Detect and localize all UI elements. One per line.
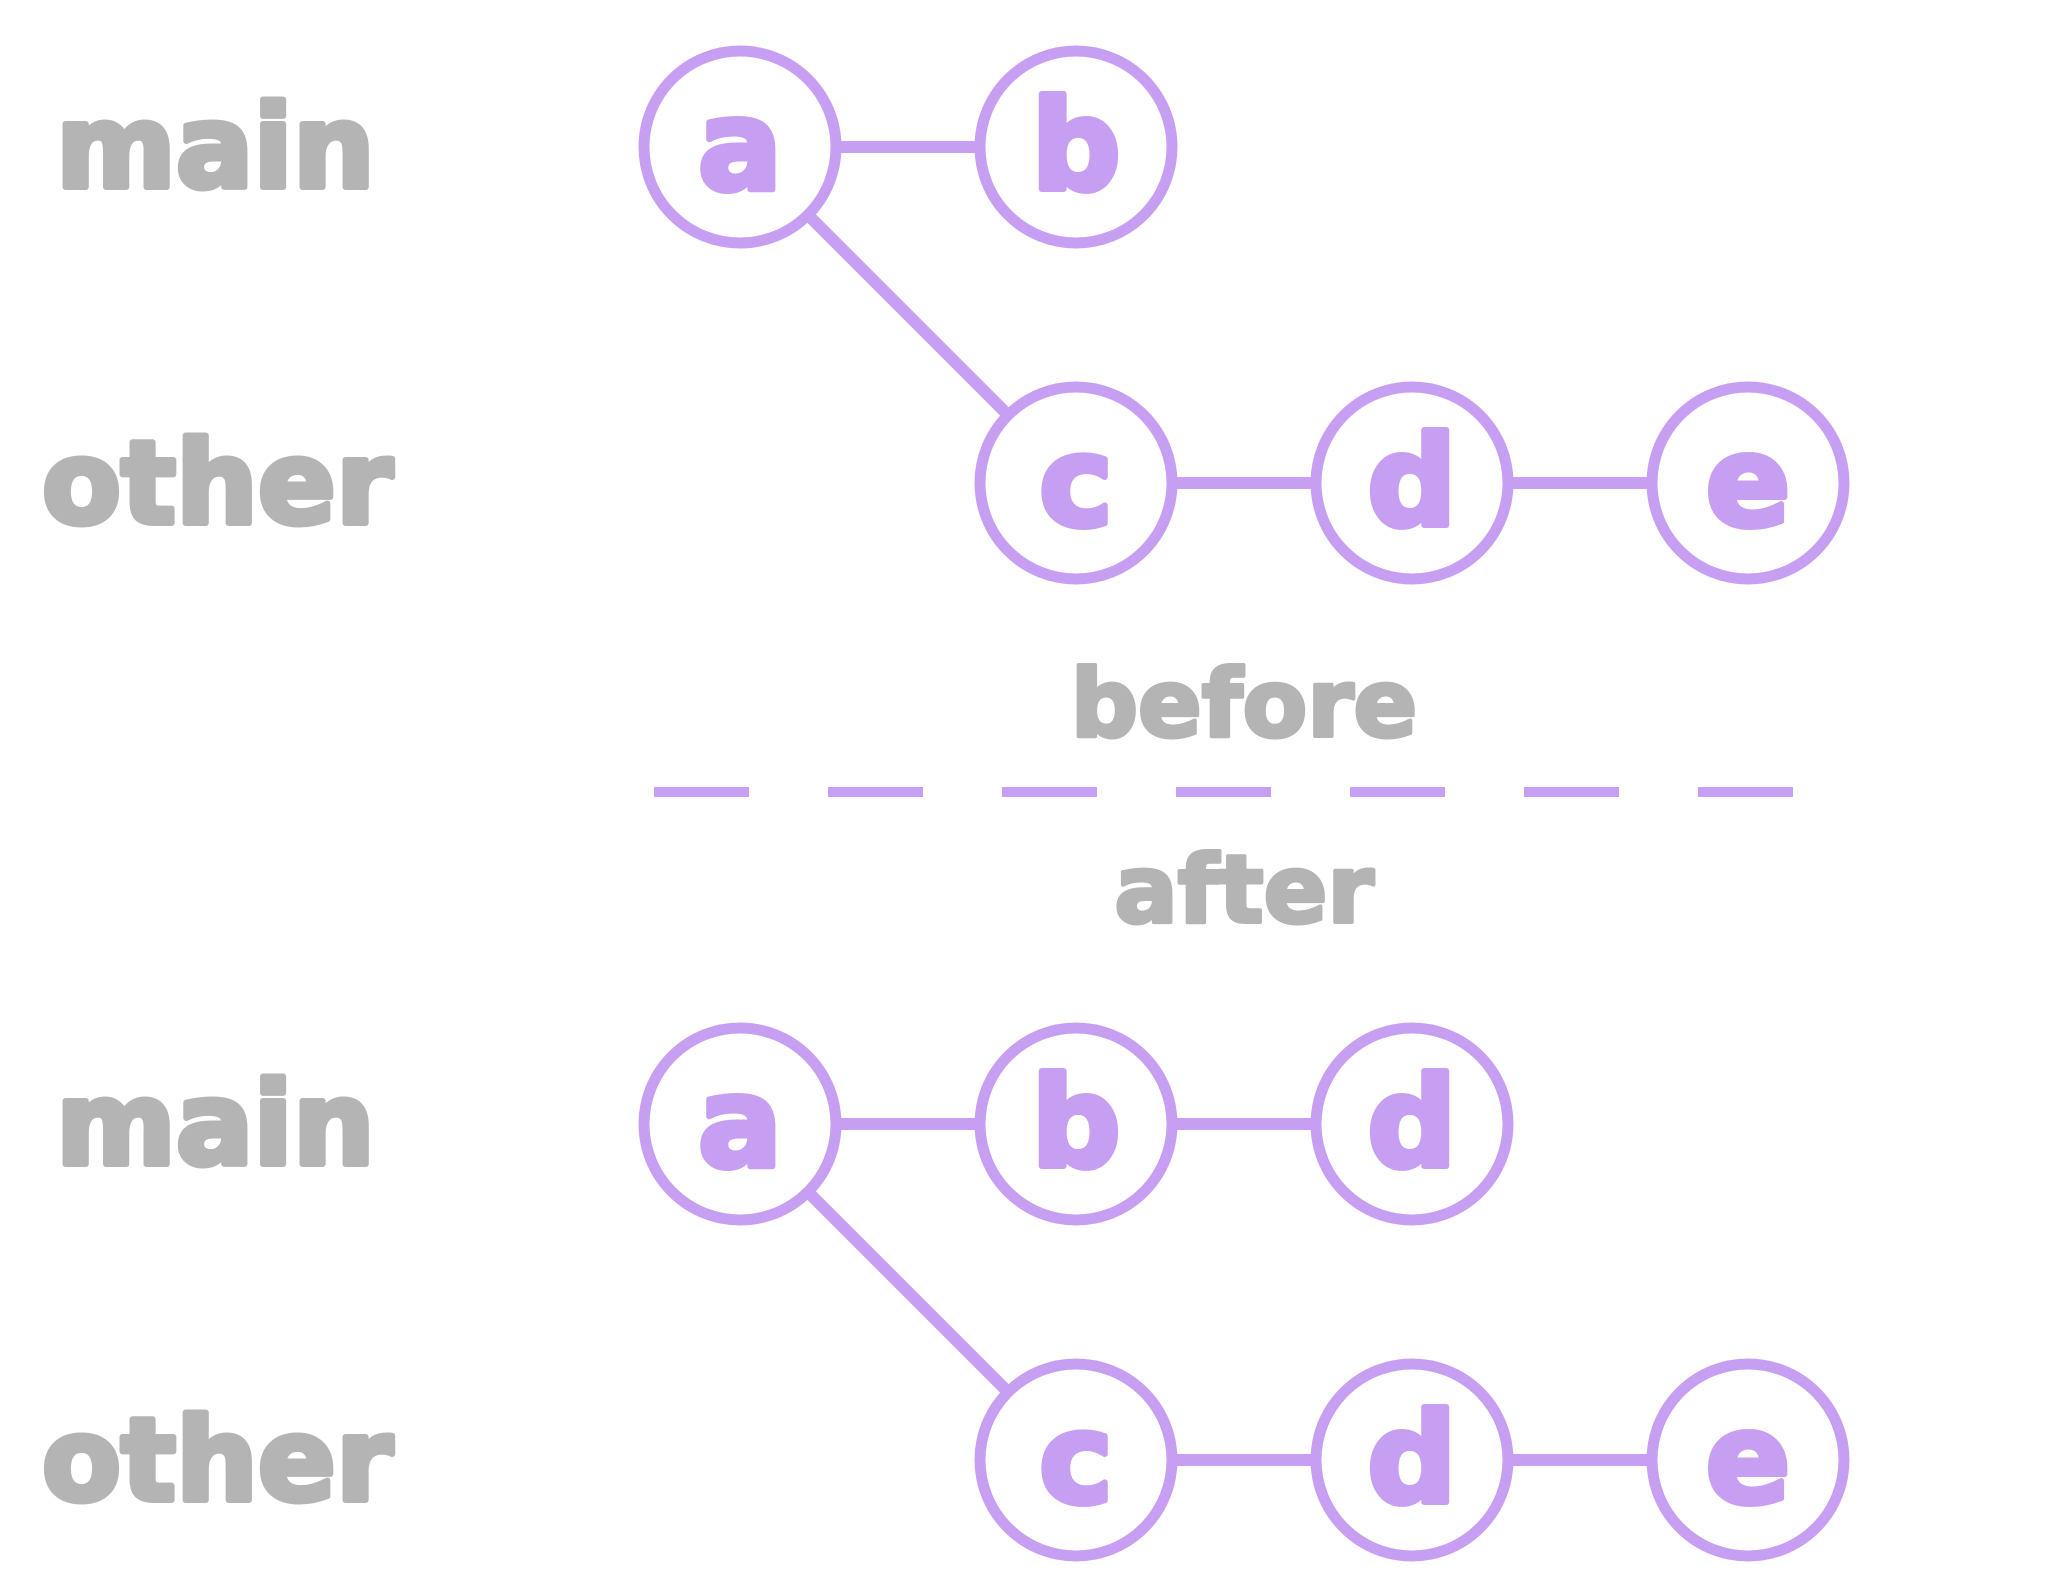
divider: before after bbox=[654, 648, 1793, 947]
branch-label-main-before: main bbox=[56, 81, 375, 215]
caption-after: after bbox=[1114, 836, 1374, 945]
before-graph: main other a b c d e bbox=[39, 45, 1850, 585]
commit-node-e-after bbox=[1646, 1358, 1850, 1562]
caption-before: before bbox=[1071, 650, 1418, 759]
commit-node-d-before bbox=[1310, 381, 1514, 585]
commit-node-a-after bbox=[638, 1022, 842, 1226]
commit-node-e-before bbox=[1646, 381, 1850, 585]
commit-node-d-main-after bbox=[1310, 1022, 1514, 1226]
commit-letter-a-before: a bbox=[698, 74, 782, 219]
commit-letter-b-after: b bbox=[1031, 1051, 1120, 1196]
commit-letter-d-main-after: d bbox=[1367, 1051, 1456, 1196]
commit-letter-d-other-after: d bbox=[1367, 1387, 1456, 1532]
commit-node-c-after bbox=[974, 1358, 1178, 1562]
branch-label-other-before: other bbox=[42, 417, 393, 551]
commit-node-c-before bbox=[974, 381, 1178, 585]
branch-label-other-after: other bbox=[42, 1394, 393, 1528]
commit-letter-d-before: d bbox=[1367, 410, 1456, 555]
branch-label-main-after: main bbox=[56, 1058, 375, 1192]
commit-node-b-before bbox=[974, 45, 1178, 249]
after-graph: main other a b d c d e bbox=[39, 1022, 1850, 1562]
commit-letter-c-before: c bbox=[1039, 410, 1113, 555]
commit-node-b-after bbox=[974, 1022, 1178, 1226]
commit-letter-c-after: c bbox=[1039, 1387, 1113, 1532]
commit-letter-e-after: e bbox=[1706, 1387, 1791, 1532]
commit-node-d-other-after bbox=[1310, 1358, 1514, 1562]
commit-node-a-before bbox=[638, 45, 842, 249]
commit-letter-b-before: b bbox=[1031, 74, 1120, 219]
commit-letter-e-before: e bbox=[1706, 410, 1791, 555]
commit-letter-a-after: a bbox=[698, 1051, 782, 1196]
